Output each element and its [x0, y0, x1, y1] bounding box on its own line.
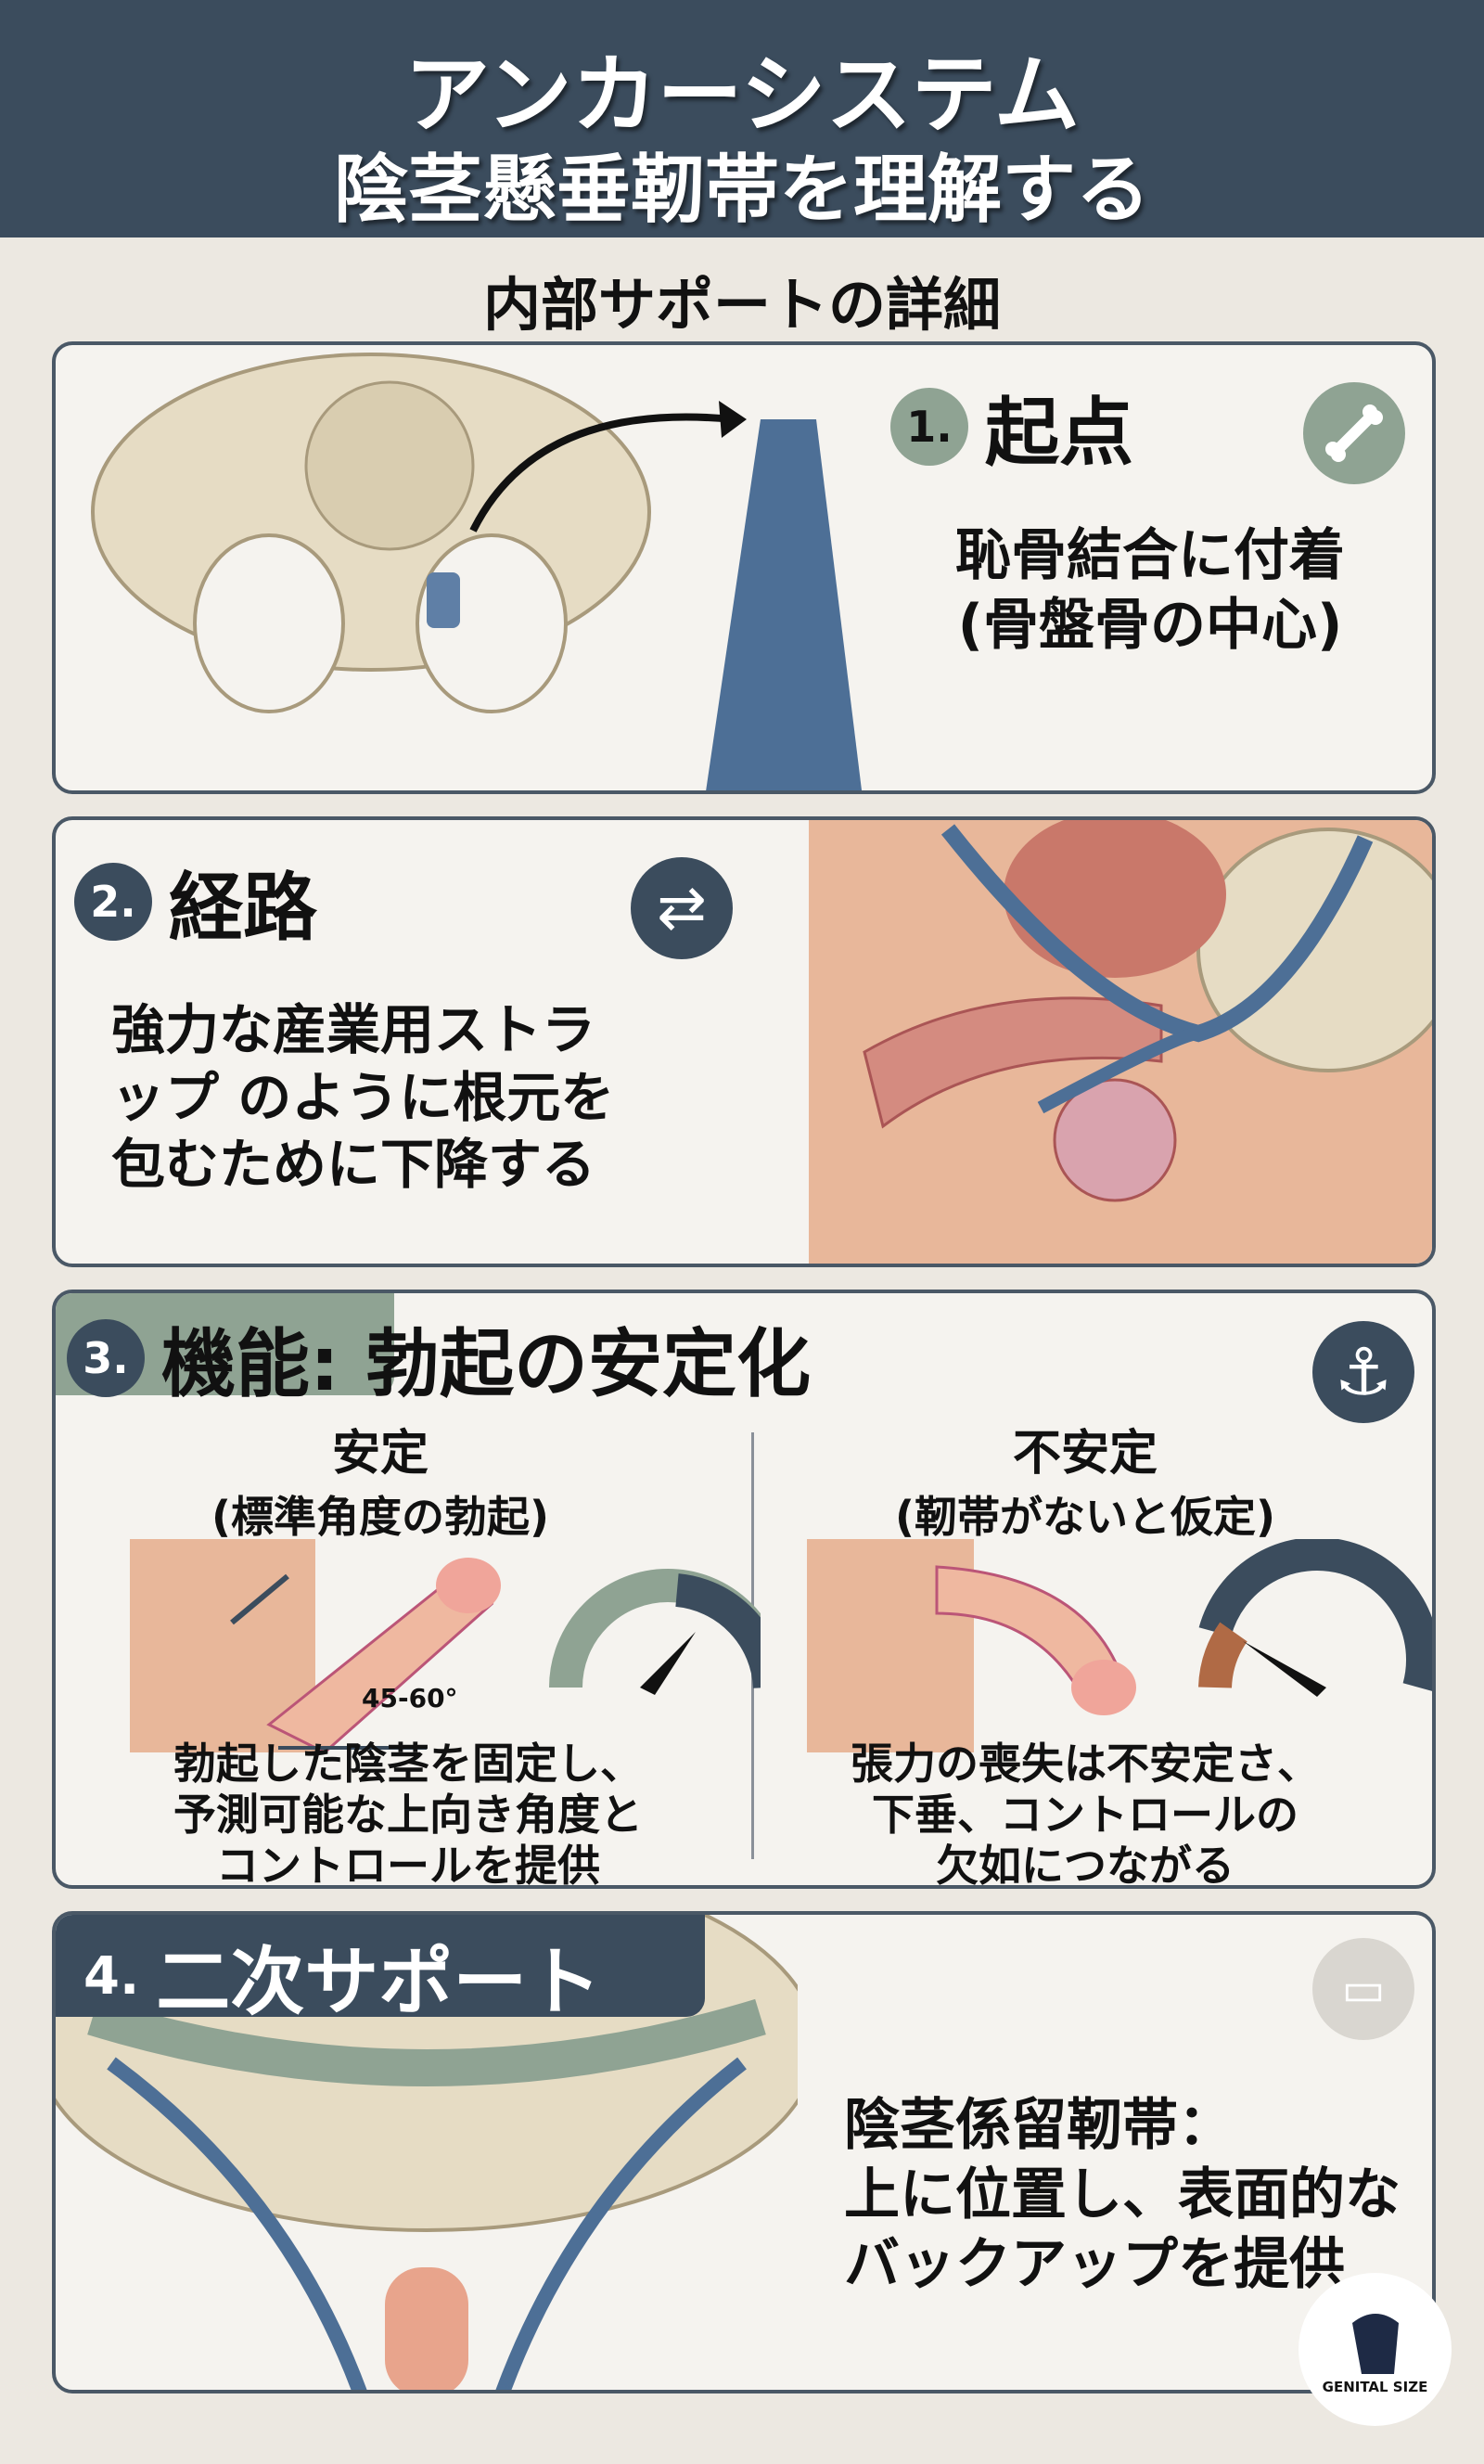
anchor-glyph: ⚓	[1334, 1334, 1393, 1410]
step-number: 1.	[890, 388, 968, 466]
step-number: 3.	[67, 1319, 145, 1397]
panel-origin: 1. 起点 恥骨結合に付着 (骨盤骨の中心)	[52, 341, 1436, 794]
text-line: 勃起した陰茎を固定し、	[173, 1739, 643, 1789]
text-line: 下垂、コントロールの	[872, 1790, 1298, 1841]
text-line: 包むために下降する	[111, 1133, 596, 1196]
text-line: 陰茎係留靭帯：	[844, 2093, 1234, 2158]
unstable-heading: 不安定 (靭帯がないと仮定)	[798, 1414, 1373, 1545]
panel-description: 強力な産業用ストラ ップ のように根元を 包むために下降する	[111, 996, 614, 1199]
angle-label: 45-60°	[362, 1683, 458, 1713]
title-text: 勃起の安定化	[365, 1321, 811, 1407]
step-number: 4.	[83, 1945, 140, 2007]
title-text: 起点	[985, 390, 1133, 476]
heading: 不安定	[1012, 1426, 1158, 1482]
text-line: 恥骨結合に付着	[955, 523, 1345, 588]
step-number: 2.	[74, 863, 152, 941]
bandage-icon: ▭	[1312, 1938, 1414, 2040]
bone-icon	[1303, 382, 1405, 484]
bandage-glyph: ▭	[1341, 1962, 1386, 2016]
heading: 安定	[331, 1426, 429, 1482]
section-title: 内部サポートの詳細	[482, 271, 1001, 339]
unstable-illustration	[807, 1539, 1432, 1752]
text-line: ップ のように根元を	[111, 1065, 615, 1129]
page-title: アンカーシステム	[404, 45, 1080, 145]
page-subtitle: 陰茎懸垂靭帯を理解する	[334, 147, 1150, 233]
text-line: 強力な産業用ストラ	[111, 998, 596, 1061]
panel-secondary-support: 4. 二次サポート ▭ 陰茎係留靭帯： 上に位置し、表面的な バックアップを提供	[52, 1911, 1436, 2393]
text-line: 予測可能な上向き角度と	[173, 1790, 643, 1841]
title-text: 機能:	[161, 1321, 339, 1407]
cycle-arrows-icon: ⇄	[631, 857, 733, 959]
text-line: 張力の喪失は不安定さ、	[851, 1739, 1320, 1789]
title-text: 経路	[169, 865, 317, 951]
cycle-glyph: ⇄	[657, 874, 707, 943]
stable-description: 勃起した陰茎を固定し、 予測可能な上向き角度と コントロールを提供	[93, 1739, 723, 1889]
text-line: バックアップを提供	[844, 2232, 1345, 2297]
subheading: (靭帯がないと仮定)	[894, 1492, 1276, 1542]
anatomy-illustration	[809, 820, 1432, 1264]
title-band	[56, 1915, 705, 2017]
panel-title: 2. 経路	[74, 848, 317, 956]
panel-description: 恥骨結合に付着 (骨盤骨の中心)	[890, 521, 1410, 661]
header: アンカーシステム 陰茎懸垂靭帯を理解する	[0, 0, 1484, 237]
stable-illustration	[130, 1539, 761, 1752]
text-line: 上に位置し、表面的な	[844, 2162, 1401, 2227]
panel-title: 3. 機能: 勃起の安定化	[67, 1304, 811, 1412]
panel-title: 1. 起点	[890, 373, 1133, 481]
stable-heading: 安定 (標準角度の勃起)	[93, 1414, 668, 1545]
logo-text: GENITAL SIZE	[1322, 2378, 1428, 2395]
pelvis-illustration	[91, 353, 863, 790]
torso-logo-icon	[1351, 2313, 1399, 2374]
subheading: (標準角度の勃起)	[211, 1492, 550, 1542]
text-line: 欠如につながる	[936, 1841, 1235, 1889]
anchor-icon: ⚓	[1312, 1321, 1414, 1423]
panel-title: 4. 二次サポート	[83, 1922, 601, 2030]
unstable-description: 張力の喪失は不安定さ、 下垂、コントロールの 欠如につながる	[798, 1739, 1373, 1889]
panel-path: 2. 経路 ⇄ 強力な産業用ストラ ップ のように根元を 包むために下降する	[52, 816, 1436, 1267]
text-line: コントロールを提供	[216, 1841, 600, 1889]
logo: GENITAL SIZE	[1298, 2273, 1452, 2426]
panel-function: 3. 機能: 勃起の安定化 ⚓ 安定 (標準角度の勃起) 45-60° 勃起した…	[52, 1290, 1436, 1889]
title-text: 二次サポート	[156, 1939, 602, 2025]
panel-description: 陰茎係留靭帯： 上に位置し、表面的な バックアップを提供	[844, 2091, 1401, 2300]
text-line: (骨盤骨の中心)	[957, 593, 1343, 658]
